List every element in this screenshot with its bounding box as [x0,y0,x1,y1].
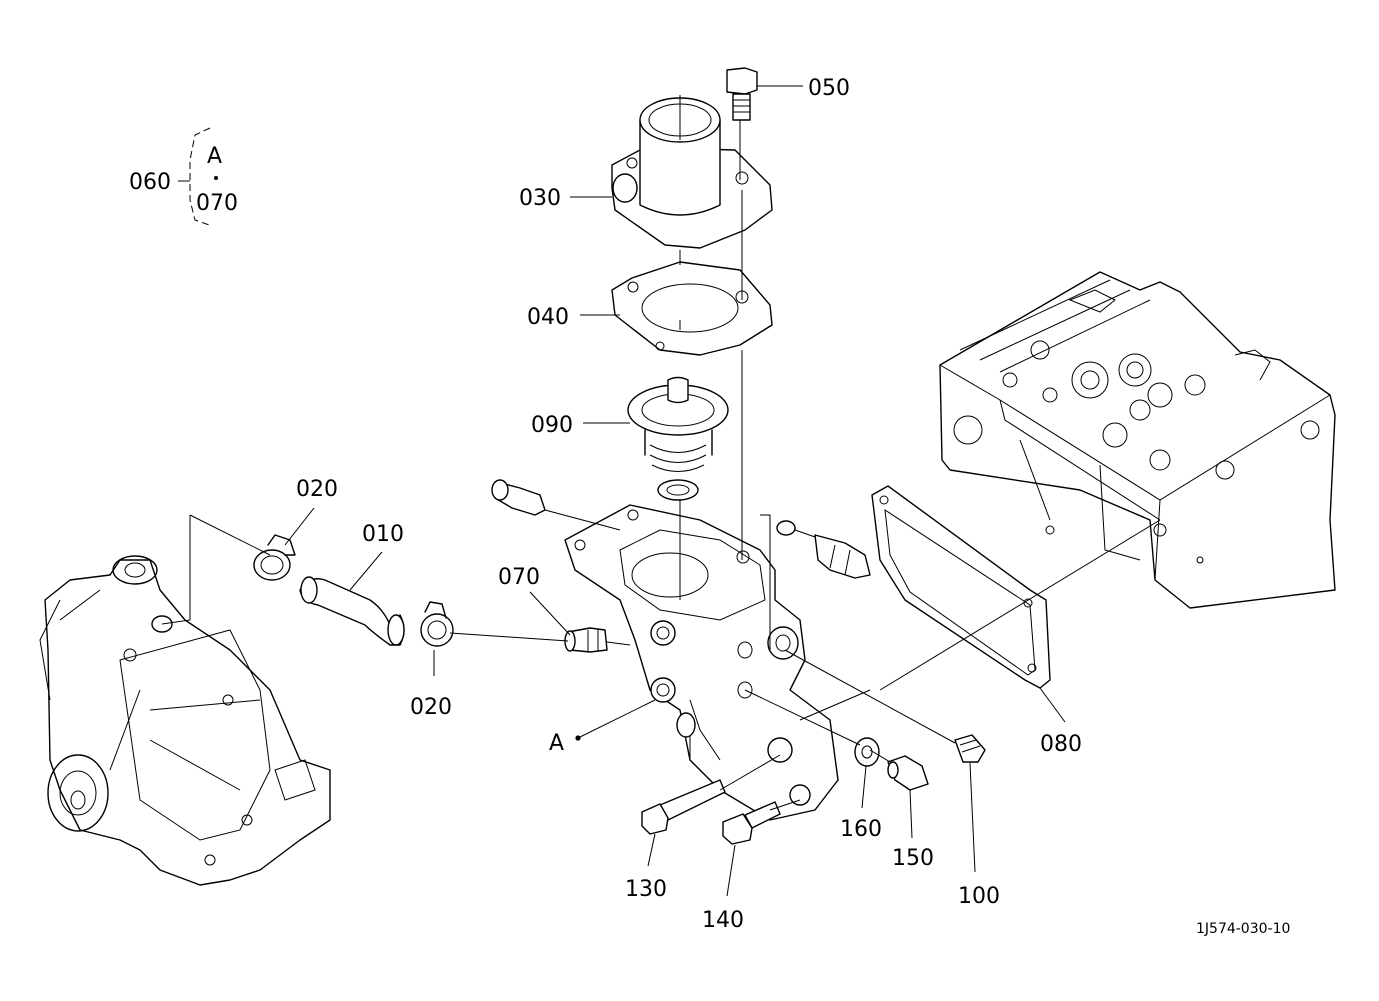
group-number-label: 060 [129,170,171,195]
washer-160-drawing [854,737,880,767]
callout-140[interactable]: 140 [702,844,744,933]
callout-020-lower[interactable]: 020 [410,650,452,720]
reference-point-a: A [549,699,656,756]
group-marker-060: 060 A 070 [129,127,238,227]
callout-label-130[interactable]: 130 [625,877,667,902]
pipe-fitting-070-drawing [564,627,608,653]
bypass-hose-010-drawing [299,576,405,646]
assembly-lines [161,95,1161,811]
callout-150[interactable]: 150 [892,789,934,871]
callout-020-upper[interactable]: 020 [284,477,338,546]
callout-130[interactable]: 130 [625,833,667,902]
thermostat-housing-drawing [564,504,839,821]
cylinder-head-drawing [939,271,1336,609]
bolt-140-drawing [722,801,781,845]
callout-label-020-upper[interactable]: 020 [296,477,338,502]
water-pump-drawing [39,555,331,886]
callout-label-100[interactable]: 100 [958,884,1000,909]
callout-label-090[interactable]: 090 [531,413,573,438]
callout-label-030[interactable]: 030 [519,186,561,211]
upper-fitting-drawing [491,479,546,516]
callout-label-050[interactable]: 050 [808,76,850,101]
callout-070[interactable]: 070 [498,565,571,636]
temperature-sensor-drawing [776,520,871,579]
drawing-code-label: 1J574-030-10 [1196,921,1290,937]
callout-label-020-lower[interactable]: 020 [410,695,452,720]
group-key-letter: A [207,144,222,169]
callout-label-010[interactable]: 010 [362,522,404,547]
callout-label-150[interactable]: 150 [892,846,934,871]
callout-040[interactable]: 040 [527,305,620,330]
head-gasket-080-drawing [871,485,1051,689]
reference-point-letter: A [549,731,564,756]
plug-150-drawing [887,755,929,791]
thermostat-090-drawing [627,376,729,501]
bolt-130-drawing [641,779,726,835]
callout-label-080[interactable]: 080 [1040,732,1082,757]
callout-160[interactable]: 160 [840,765,882,842]
callout-090[interactable]: 090 [531,413,630,438]
callout-label-140[interactable]: 140 [702,908,744,933]
callout-label-070[interactable]: 070 [498,565,540,590]
callout-label-160[interactable]: 160 [840,817,882,842]
callout-030[interactable]: 030 [519,186,612,211]
callout-080[interactable]: 080 [1039,687,1082,757]
hose-clamp-020-lower-drawing [420,601,454,647]
callout-100[interactable]: 100 [958,762,1000,909]
callout-label-040[interactable]: 040 [527,305,569,330]
gasket-040-drawing [611,261,773,356]
callout-010[interactable]: 010 [349,522,404,591]
plug-100-drawing [954,734,986,763]
callout-050[interactable]: 050 [757,76,850,101]
hose-clamp-020-upper-drawing [253,534,296,581]
group-key-part-label: 070 [196,191,238,216]
bolt-050-drawing [726,67,758,121]
